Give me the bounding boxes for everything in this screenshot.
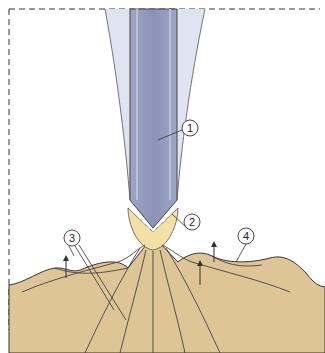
callout-number: 1 [182,120,198,136]
callout-number: 3 [64,230,80,246]
callout-number: 2 [184,214,200,230]
callout-number: 4 [238,228,254,244]
